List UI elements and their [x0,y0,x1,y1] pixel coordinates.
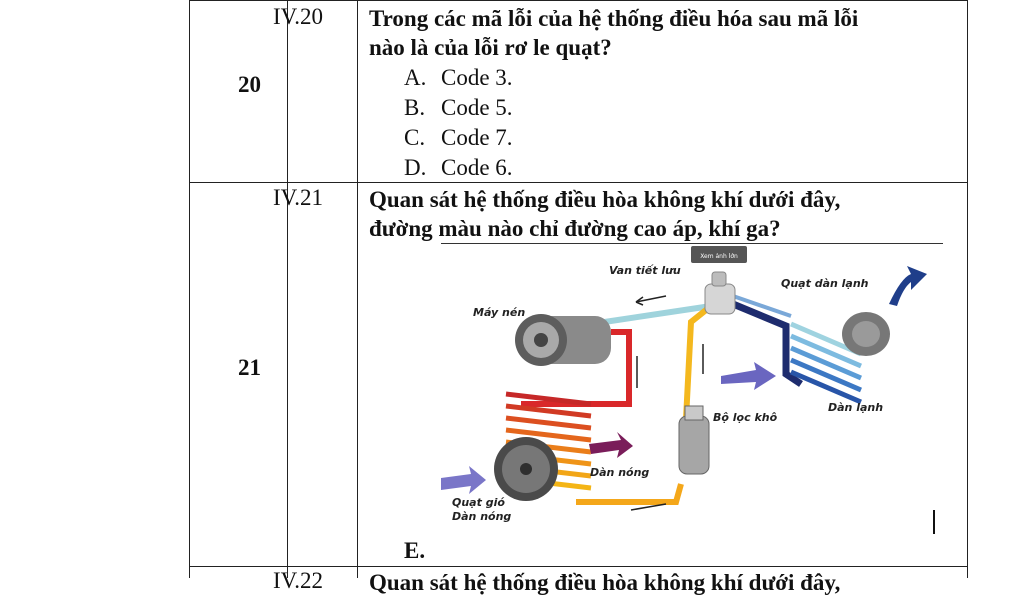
view-large-badge-text: Xem ảnh lớn [700,253,738,260]
cold-air-out-arrow [889,266,927,306]
table-right-border [967,0,968,578]
row-divider-21-22 [189,566,968,567]
label-condenser-fan-line2: Dàn nóng [452,510,511,523]
evap-air-arrow [721,362,776,390]
evaporator-inlet-pipe [732,294,792,318]
column-divider-code [287,0,288,578]
option-d[interactable]: D. Code 6. [404,153,513,183]
answer-options: A. Code 3. B. Code 5. C. Code 7. D. Code 6. [404,63,513,183]
option-text: Code 6. [441,155,513,180]
column-divider-question [357,0,358,578]
option-b[interactable]: B. Code 5. [404,93,513,123]
label-evaporator-fan: Quạt dàn lạnh [781,277,869,290]
evaporator-outlet-pipe [731,300,803,387]
ac-system-diagram: Xem ảnh lớn [441,244,943,542]
label-expansion-valve: Van tiết lưu [609,264,681,277]
evaporator-blower [842,312,890,356]
question-line: Trong các mã lỗi của hệ thống điều hóa s… [369,6,859,31]
option-c[interactable]: C. Code 7. [404,123,513,153]
option-letter: A. [404,65,427,90]
outside-air-arrow [441,466,486,494]
compressor [515,314,611,366]
row-divider-20-21 [189,182,968,183]
receiver-drier [678,405,710,475]
question-number: 21 [238,355,261,380]
hot-air-arrow [589,432,633,458]
option-text: Code 5. [441,95,513,120]
label-evaporator: Dàn lạnh [828,401,883,414]
question-code: IV.22 [273,568,324,593]
option-letter: C. [404,125,426,150]
question-line: đường màu nào chỉ đường cao áp, khí ga? [369,216,781,241]
flow-arrow [635,295,667,303]
option-a[interactable]: A. Code 3. [404,63,513,93]
expansion-valve [704,271,736,315]
cursor-bar [933,510,935,534]
flow-arrow [630,503,667,511]
label-receiver-drier: Bộ lọc khô [713,411,778,424]
option-e[interactable]: E. [404,538,426,563]
table-left-border [189,0,190,578]
high-pressure-liquid-pipe [576,483,684,505]
question-line: nào là của lỗi rơ le quạt? [369,35,612,60]
question-text: Quan sát hệ thống điều hòa không khí dướ… [369,570,841,595]
label-condenser: Dàn nóng [590,466,649,479]
overlay-box [723,446,937,540]
low-pressure-gas-pipe [590,303,712,327]
option-letter: D. [404,155,427,180]
question-text: Quan sát hệ thống điều hòa không khí dướ… [369,185,959,243]
option-letter: B. [404,95,426,120]
question-code: IV.20 [273,4,324,29]
option-text: Code 3. [441,65,513,90]
question-line: Quan sát hệ thống điều hòa không khí dướ… [369,187,841,212]
option-text: Code 7. [441,125,513,150]
label-compressor: Máy nén [473,306,525,319]
question-text: Trong các mã lỗi của hệ thống điều hóa s… [369,4,959,62]
label-condenser-fan-line1: Quạt gió [452,496,505,509]
question-number: 20 [238,72,261,97]
underline-rule [441,243,943,244]
flow-arrow [635,296,644,306]
condenser-fan [494,437,558,501]
question-code: IV.21 [273,185,324,210]
liquid-line-up [683,303,713,420]
table-top-border [189,0,968,1]
view-large-badge [691,246,747,263]
